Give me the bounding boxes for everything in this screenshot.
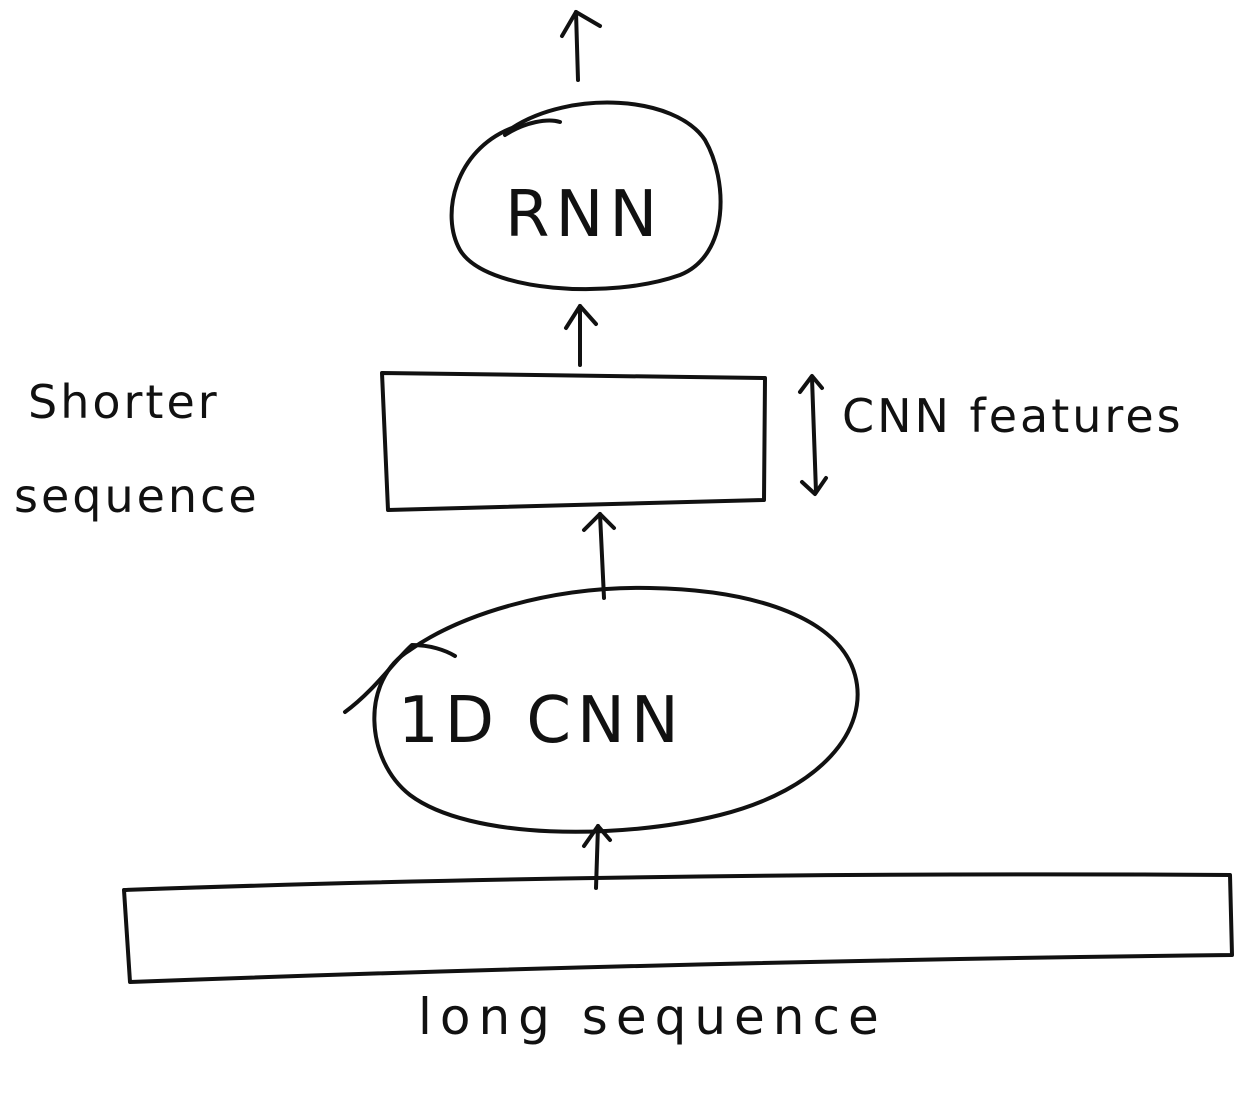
features-height-brace <box>798 374 828 496</box>
cnn-node <box>372 585 860 834</box>
rnn-label: RNN <box>505 178 663 252</box>
cnn-label: 1D CNN <box>398 684 685 758</box>
long-sequence-label: long sequence <box>418 988 887 1046</box>
shorter-sequence-label-line2: sequence <box>14 469 260 523</box>
cnn-features-rectangle <box>380 371 767 512</box>
cnn-features-label: CNN features <box>842 389 1184 443</box>
rnn-node <box>449 100 723 292</box>
rnn-node-overlap-stroke <box>503 118 562 137</box>
shorter-sequence-label-line1: Shorter <box>28 375 220 429</box>
features-to-rnn-arrow <box>564 304 598 367</box>
output-arrow <box>560 10 602 82</box>
cnn-to-features-arrow <box>582 512 616 600</box>
cnn-node-overlap-stroke <box>343 643 457 714</box>
long-sequence-rectangle <box>122 872 1234 984</box>
